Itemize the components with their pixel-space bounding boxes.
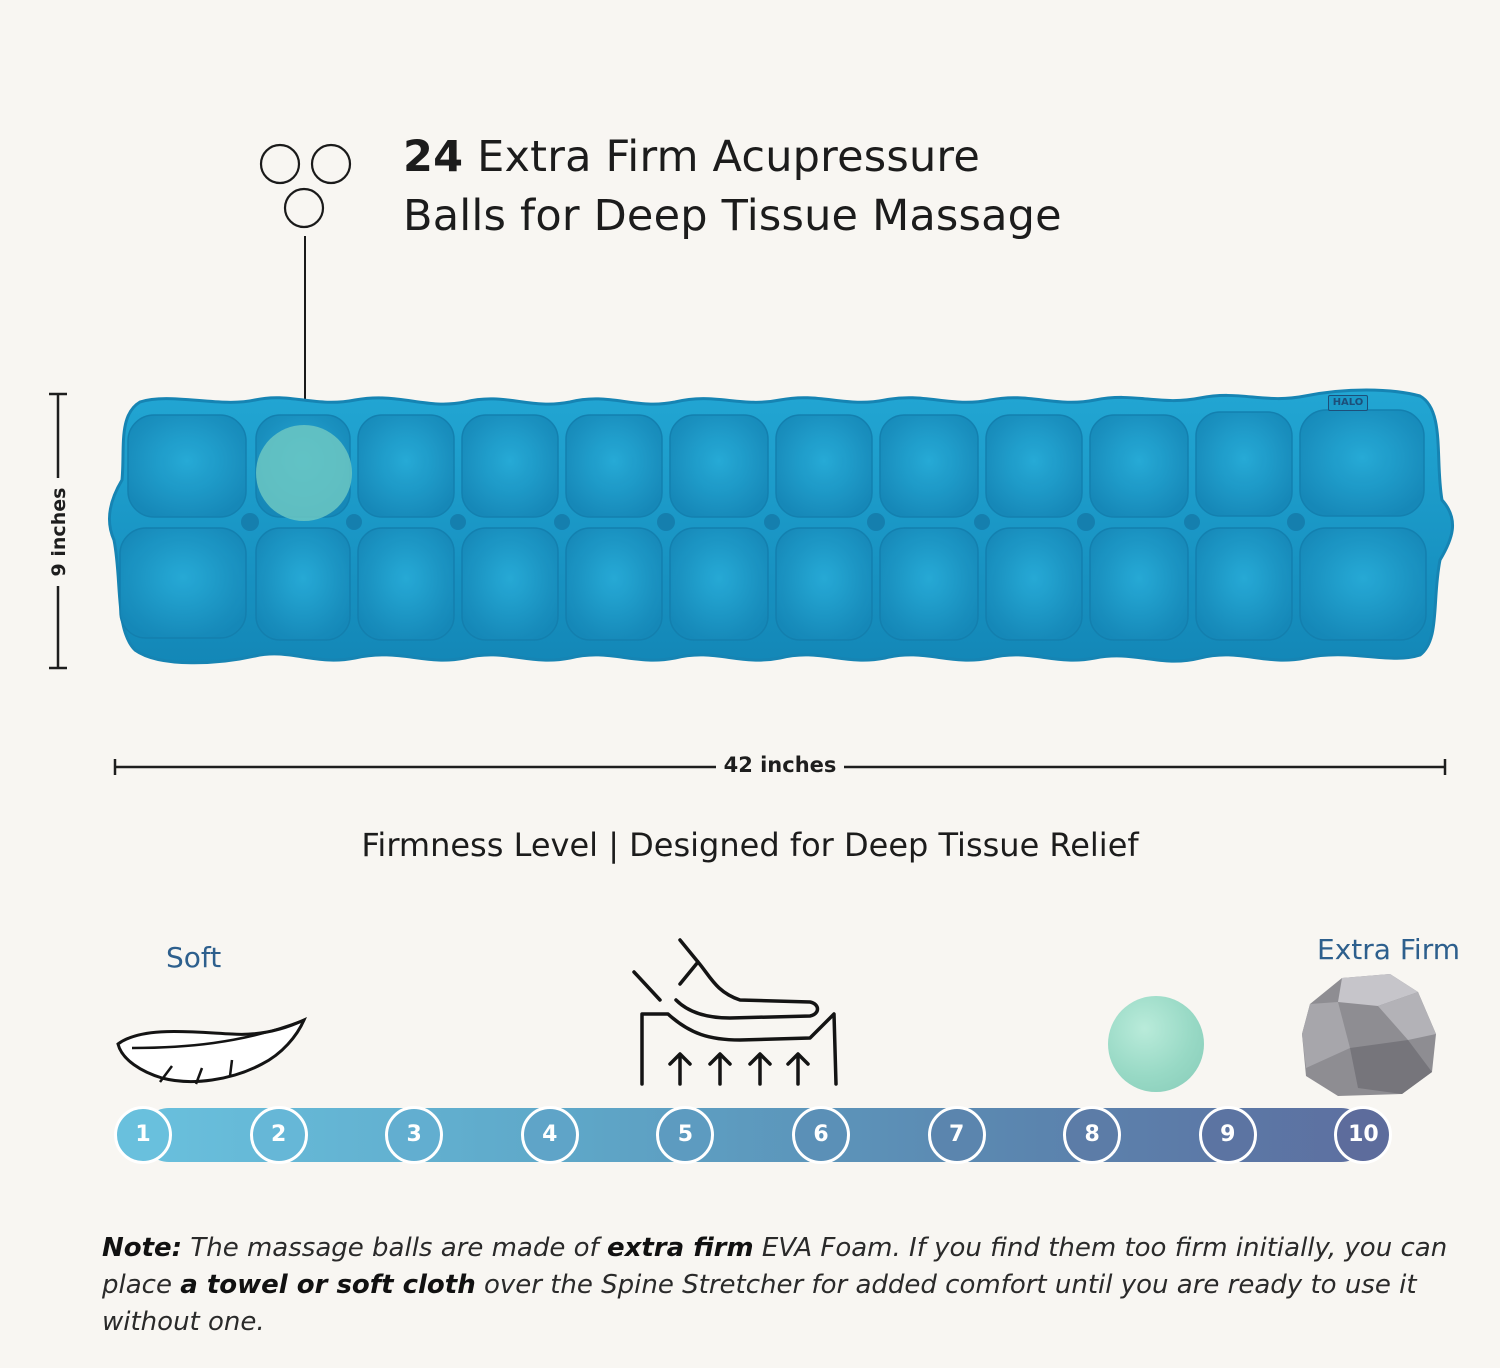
scale-dot-8: 8: [1063, 1106, 1122, 1164]
rock-icon: [1302, 974, 1436, 1096]
headline-line-2: Balls for Deep Tissue Massage: [403, 191, 1062, 241]
scale-dot-1: 1: [114, 1106, 172, 1164]
headline-line-1-text: Extra Firm Acupressure: [463, 132, 981, 182]
note-part-2: EVA Foam. If you find them too firm init…: [102, 1233, 1448, 1300]
scale-dot-10: 10: [1334, 1106, 1393, 1164]
note-bold-2: a towel or soft cloth: [180, 1270, 476, 1300]
scale-dot-9: 9: [1198, 1106, 1257, 1164]
note-label: Note:: [102, 1233, 183, 1263]
note-bold-1: extra firm: [606, 1233, 754, 1263]
firmness-min-label: Soft: [166, 941, 222, 974]
firmness-max-label: Extra Firm: [1317, 933, 1460, 966]
headline: 24 Extra Firm Acupressure Balls for Deep…: [403, 128, 1123, 246]
headline-line-1: 24 Extra Firm Acupressure: [403, 128, 1123, 187]
note-part-1: The massage balls are made of: [182, 1233, 607, 1263]
brand-tag: HALO: [1328, 395, 1368, 411]
width-label: 42 inches: [716, 753, 844, 781]
firmness-scale-bar: [142, 1108, 1368, 1162]
scale-dot-7: 7: [927, 1106, 986, 1164]
height-dimension-line: [49, 392, 67, 670]
firmness-title: Firmness Level | Designed for Deep Tissu…: [361, 826, 1139, 864]
note-text: Note: The massage balls are made of extr…: [102, 1230, 1452, 1341]
height-label: 9 inches: [48, 487, 70, 577]
ball-count: 24: [403, 132, 464, 182]
scale-dot-5: 5: [656, 1106, 715, 1164]
foam-ball-icon: [1108, 996, 1204, 1092]
scale-dot-4: 4: [520, 1106, 579, 1164]
spine-stretcher-mat: [107, 388, 1455, 665]
note-part-3: over the Spine Stretcher for added comfo…: [102, 1270, 1417, 1337]
scale-dot-6: 6: [792, 1106, 850, 1164]
scale-dot-2: 2: [249, 1106, 308, 1164]
scale-dot-3: 3: [385, 1106, 444, 1164]
feather-icon: [116, 1016, 307, 1085]
foot-pressure-icon: [632, 938, 838, 1086]
